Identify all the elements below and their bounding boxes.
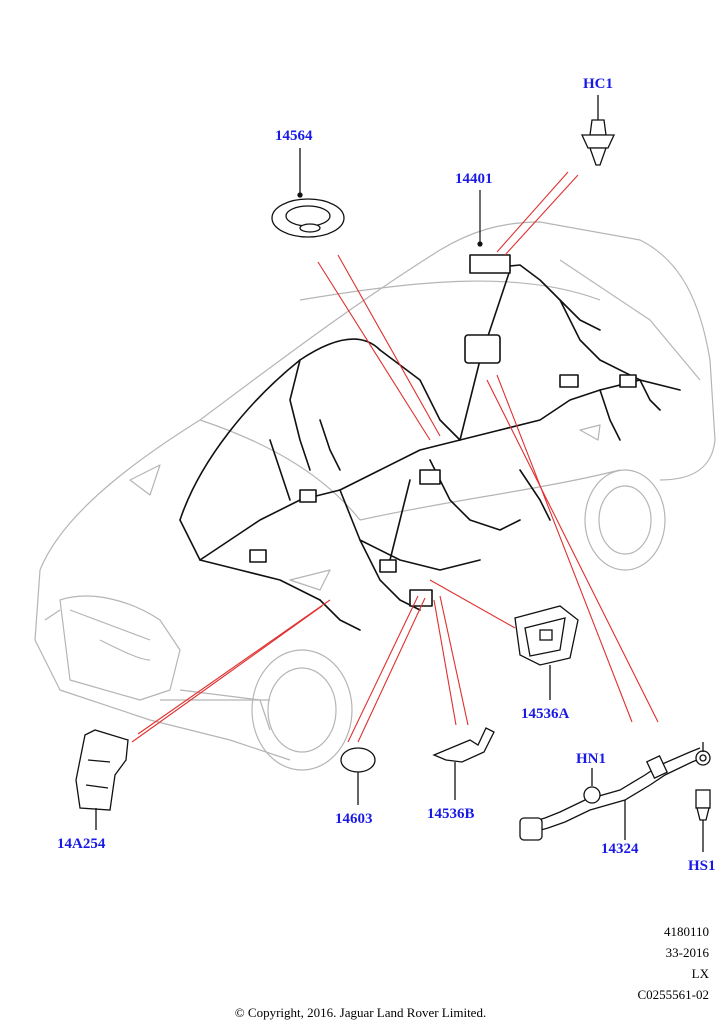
vehicle-body-outline: [34, 221, 716, 771]
leader-lines: [131, 171, 659, 743]
harness-14324-icon: [519, 742, 711, 852]
grommet-14603-icon: [340, 747, 376, 805]
reference-model: LX: [691, 966, 709, 981]
label-14401: 14401: [455, 171, 493, 187]
label-14536b: 14536B: [427, 806, 475, 822]
bracket-14536a-icon: [514, 605, 579, 700]
label-14324: 14324: [601, 841, 639, 857]
copyright-notice: © Copyright, 2016. Jaguar Land Rover Lim…: [234, 1005, 487, 1020]
label-14603: 14603: [335, 811, 373, 827]
wiring-harness: [179, 254, 681, 631]
label-14564: 14564: [275, 128, 313, 144]
label-hn1: HN1: [576, 751, 606, 767]
label-14a254: 14A254: [57, 836, 106, 852]
label-14536a: 14536A: [521, 706, 570, 722]
grommet-14564-icon: [271, 148, 345, 238]
label-hc1: HC1: [583, 76, 613, 92]
reference-date: 33-2016: [665, 945, 709, 960]
bracket-14536b-icon: [432, 727, 495, 800]
clip-hc1-icon: [580, 95, 616, 166]
reference-illustration-id: C0255561-02: [637, 987, 710, 1002]
leader-14401: [477, 190, 483, 247]
reference-number: 4180110: [663, 924, 709, 939]
bracket-14a254-icon: [75, 729, 129, 830]
label-hs1: HS1: [688, 858, 716, 874]
